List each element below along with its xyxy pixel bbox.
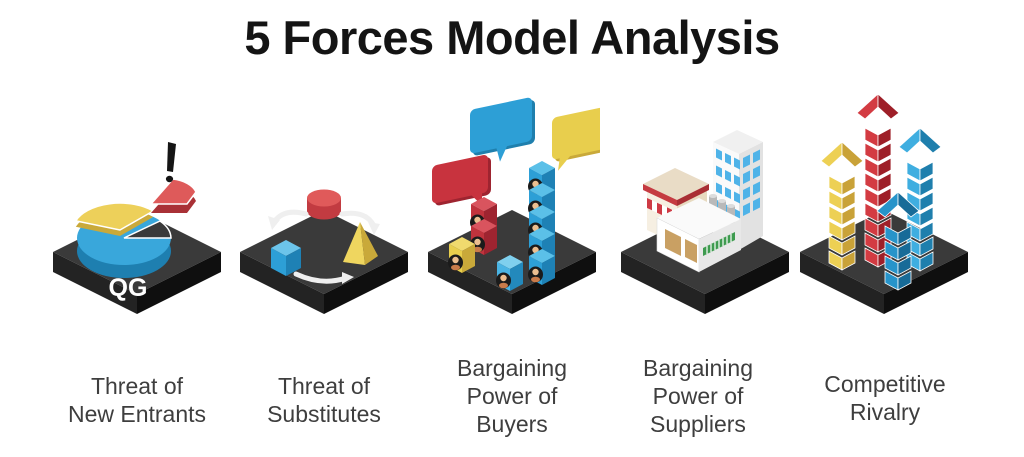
buyer-cube-lightblue <box>496 255 523 291</box>
force-label-substitutes: Threat of Substitutes <box>267 373 381 428</box>
speech-bubble-blue <box>470 97 535 162</box>
supplier-buildings-icon <box>617 80 793 315</box>
red-cylinder-icon <box>307 189 341 220</box>
platform <box>240 210 408 314</box>
exclamation-mark-icon <box>165 142 176 183</box>
blue-cube-icon <box>271 240 301 276</box>
buyer-cube-red-stack <box>470 197 497 255</box>
new-entrant-slice <box>149 142 197 213</box>
cycle-arrowheads <box>268 216 380 284</box>
yellow-cone-icon <box>343 222 378 265</box>
factory-vents <box>703 232 735 256</box>
arrow-lightblue <box>898 127 942 272</box>
page-title: 5 Forces Model Analysis <box>244 11 780 64</box>
force-label-new-entrants: Threat of New Entrants <box>67 373 207 428</box>
buyer-cube-blue-tower <box>528 161 555 285</box>
buyer-cube-yellow <box>448 237 475 273</box>
force-label-suppliers: Bargaining Power of Suppliers <box>643 355 753 438</box>
speech-bubble-red <box>432 155 491 206</box>
factory-building <box>656 194 741 273</box>
buyer-blocks-speech-bubbles-icon <box>424 80 600 315</box>
force-label-rivalry: Competitive Rivalry <box>824 371 946 426</box>
watermark-logo: QG <box>109 274 148 302</box>
rising-arrows-icon <box>796 80 972 315</box>
force-label-buyers: Bargaining Power of Buyers <box>457 355 567 438</box>
pie-chart-new-slice-icon: QG <box>49 80 225 315</box>
pie-chart <box>74 202 172 278</box>
speech-bubble-yellow <box>552 107 600 171</box>
arrow-blue-front <box>876 191 920 291</box>
arrow-yellow <box>820 141 864 271</box>
shapes-swap-cycle-icon <box>236 80 412 315</box>
arrow-red <box>856 93 900 268</box>
